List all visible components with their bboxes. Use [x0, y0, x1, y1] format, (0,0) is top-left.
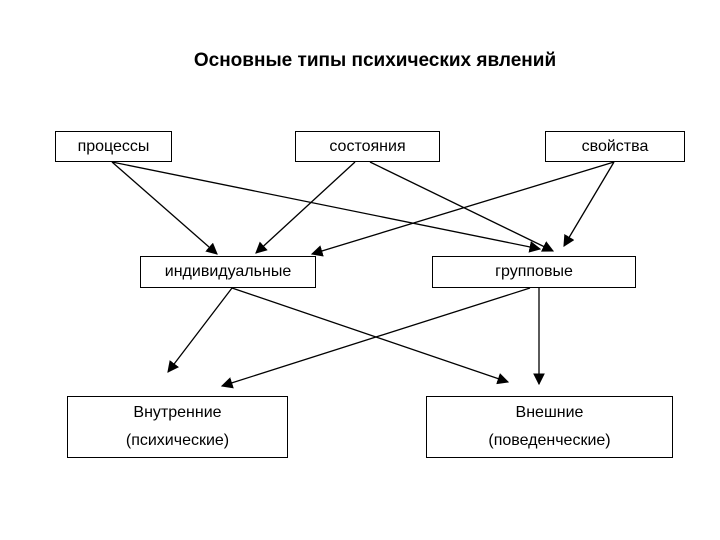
- box-group-label: групповые: [495, 263, 573, 280]
- box-states-label: состояния: [329, 137, 406, 155]
- arrow-individual-to-internal: [167, 287, 233, 373]
- arrow-properties-to-individual: [310, 161, 615, 257]
- arrow-states-to-individual: [255, 161, 356, 254]
- arrow-individual-to-external: [231, 287, 510, 385]
- box-external-label: Внешние: [515, 404, 584, 421]
- box-external: Внешние (поведенческие): [426, 396, 673, 458]
- box-external-sub: (поведенческие): [488, 432, 611, 449]
- box-individual-label: индивидуальные: [164, 263, 292, 280]
- box-properties: свойства: [545, 131, 685, 162]
- arrow-properties-to-group: [563, 161, 615, 248]
- box-processes-label: процессы: [77, 137, 150, 155]
- box-internal-sub: (психические): [125, 432, 230, 449]
- arrow-states-to-group: [369, 161, 555, 252]
- box-properties-label: свойства: [581, 137, 649, 155]
- box-internal: Внутренние (психические): [67, 396, 288, 458]
- box-individual: индивидуальные: [140, 256, 316, 288]
- box-internal-label: Внутренние: [133, 404, 222, 421]
- arrow-group-to-internal: [220, 287, 531, 389]
- box-group: групповые: [432, 256, 636, 288]
- box-states: состояния: [295, 131, 440, 162]
- diagram-title: Основные типы психических явлений: [193, 50, 557, 71]
- arrow-processes-to-individual: [111, 161, 218, 255]
- box-processes: процессы: [55, 131, 172, 162]
- arrow-processes-to-group: [111, 161, 542, 253]
